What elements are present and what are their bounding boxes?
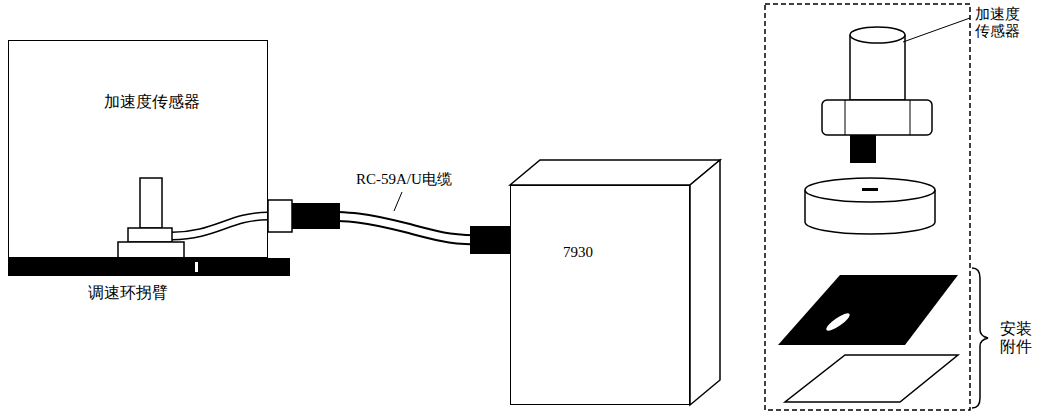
group-label: 安装附件 bbox=[1000, 320, 1034, 357]
sensor-nut bbox=[128, 228, 172, 242]
housing-box: 加速度传感器 bbox=[8, 40, 268, 258]
disc-hole bbox=[862, 188, 878, 191]
insulating-pad bbox=[778, 275, 958, 345]
mounting-arm bbox=[8, 258, 290, 276]
thin-plate bbox=[785, 355, 958, 402]
node-text: 7930 bbox=[563, 244, 593, 261]
cable-plug bbox=[470, 226, 510, 254]
brace bbox=[972, 268, 988, 408]
sensor-lead-inner bbox=[172, 216, 268, 236]
flange-edge bbox=[845, 100, 846, 135]
arm-mark bbox=[195, 262, 198, 272]
sensor-body bbox=[850, 35, 905, 100]
box-side-face bbox=[690, 160, 720, 405]
sensor-body bbox=[140, 178, 162, 228]
dashed-frame bbox=[765, 4, 970, 410]
box-top-face bbox=[510, 160, 720, 185]
leader-line bbox=[903, 18, 970, 42]
flange-edge bbox=[910, 100, 911, 135]
part-label: 加速度传感器 bbox=[975, 6, 1022, 41]
node-text: 加速度传感器 bbox=[104, 93, 200, 111]
sensor-base bbox=[118, 242, 184, 258]
sensor-stud bbox=[850, 135, 876, 163]
instrument-box: 7930 bbox=[510, 185, 690, 405]
sensor-flange bbox=[822, 100, 932, 135]
leader-line bbox=[394, 192, 402, 211]
housing-socket bbox=[268, 200, 292, 232]
cable-plug bbox=[292, 203, 340, 229]
disc-top bbox=[805, 178, 935, 202]
sensor-top bbox=[850, 27, 905, 43]
cable-label: RC-59A/U电缆 bbox=[356, 171, 452, 188]
sensor-lead-outer bbox=[172, 216, 268, 236]
pad-slot bbox=[824, 311, 852, 334]
part-label: 调速环拐臂 bbox=[88, 284, 168, 302]
